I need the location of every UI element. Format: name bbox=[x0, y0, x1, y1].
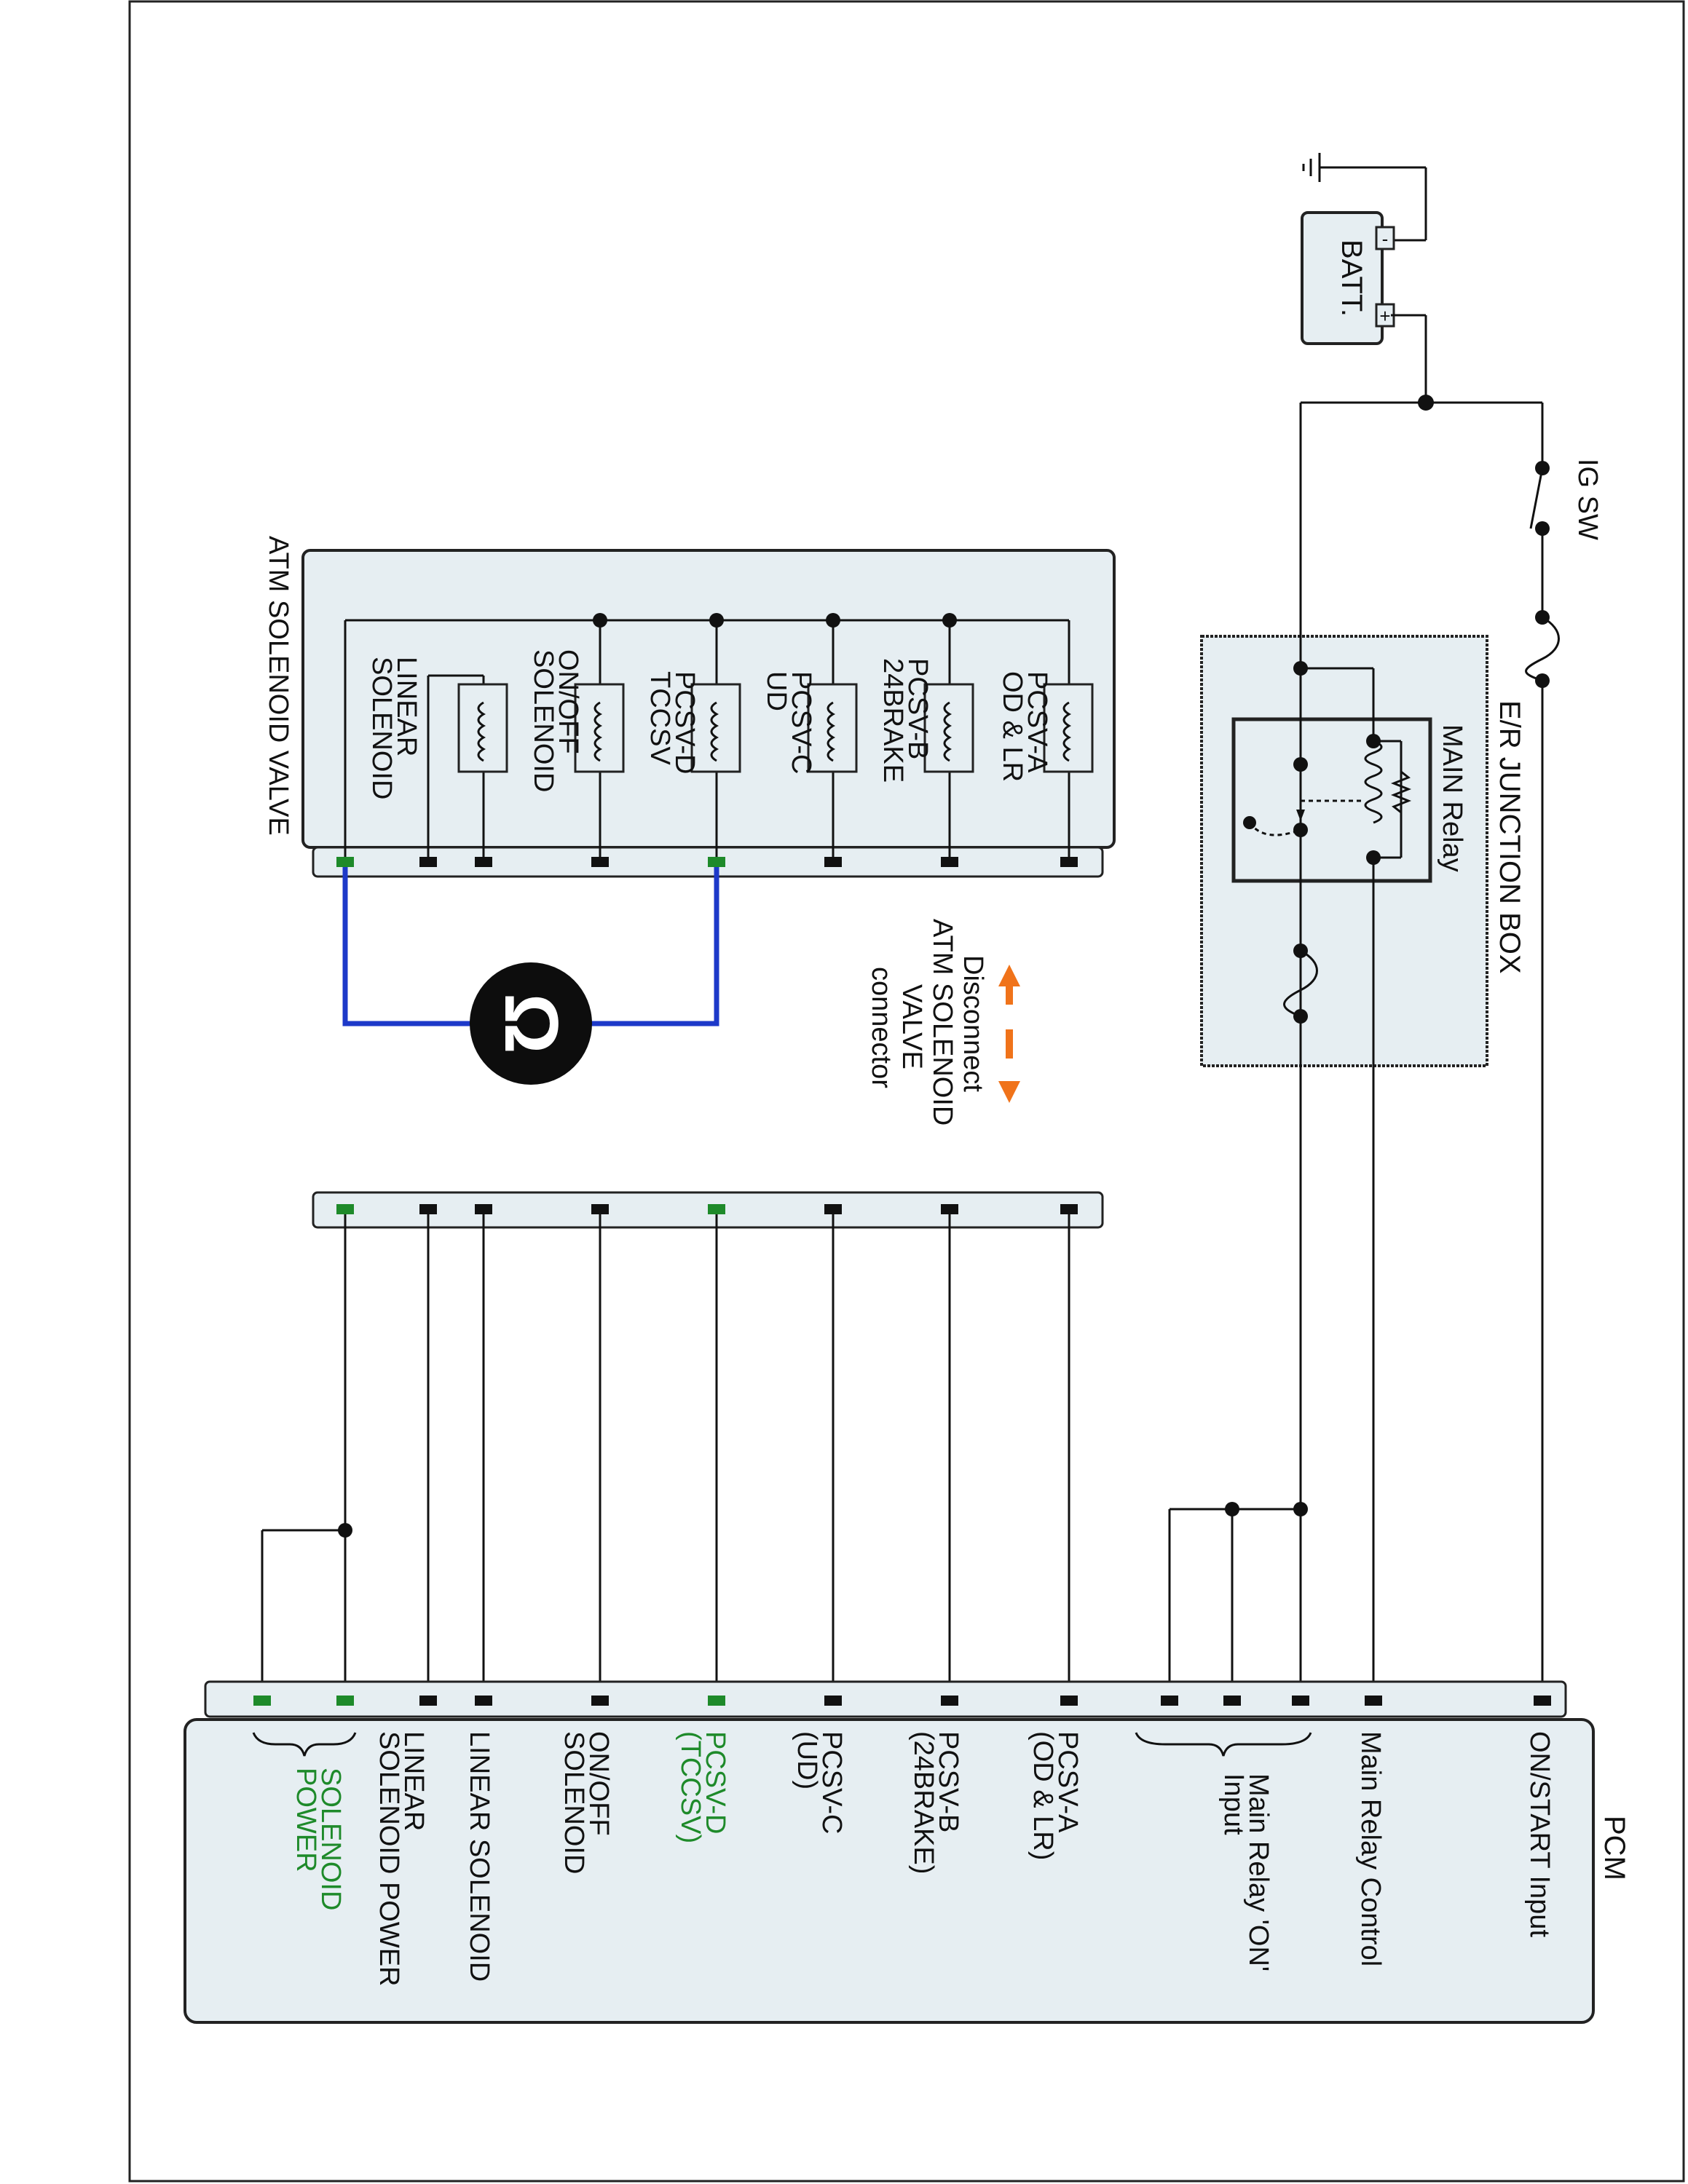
solenoid-label-2: PCSV-B24BRAKE bbox=[877, 658, 933, 783]
battery: - + BATT. bbox=[1301, 211, 1395, 345]
harness-connector bbox=[312, 1191, 1104, 1229]
ohmmeter-icon: Ω bbox=[489, 993, 573, 1053]
solenoid-coil-linear bbox=[457, 683, 508, 773]
battery-minus-label: - bbox=[1382, 228, 1389, 250]
solenoid-label-1: PCSV-AOD & LR bbox=[997, 671, 1052, 782]
ig-switch-label: IG SW bbox=[1572, 459, 1603, 540]
battery-label: BATT. bbox=[1336, 240, 1368, 317]
pcm-pin-label-3: Main Relay 'ON'Input bbox=[1218, 1773, 1274, 1971]
solenoid-coil-pcsv-c bbox=[807, 683, 858, 773]
battery-plus-label: + bbox=[1379, 305, 1390, 327]
er-junction-box: E/R JUNCTION BOX MAIN Relay bbox=[1200, 403, 1526, 1701]
pcm-pin-label-2: Main Relay Control bbox=[1355, 1731, 1386, 1966]
solenoid-coil-pcsv-d bbox=[690, 683, 741, 773]
pcm-title: PCM bbox=[1598, 1816, 1630, 1880]
solenoid-label-4: PCSV-DTCCSV bbox=[644, 671, 700, 774]
solenoid-valve-title: ATM SOLENOID VALVE bbox=[263, 536, 293, 836]
atm-solenoid-valve: ATM SOLENOID VALVE bbox=[263, 536, 1116, 878]
junction-box-title: E/R JUNCTION BOX bbox=[1494, 700, 1526, 974]
pcm-pin-label-4: PCSV-A(OD & LR) bbox=[1028, 1731, 1083, 1860]
pcm-pin-label-1: ON/START Input bbox=[1524, 1731, 1555, 1937]
solenoid-coil-pcsv-b bbox=[923, 683, 974, 773]
instruction-text-2: ATM SOLENOID bbox=[927, 919, 958, 1125]
ground-symbol bbox=[1302, 153, 1427, 242]
instruction-text-3: VALVE bbox=[896, 984, 927, 1069]
pcm-pin-label-8: ON/OFFSOLENOID bbox=[559, 1731, 614, 1874]
instruction-text: Disconnect bbox=[958, 955, 988, 1092]
pcm-pin-label-9: LINEAR SOLENOID bbox=[464, 1731, 494, 1982]
pcm-pin-label-5: PCSV-B(24BRAKE) bbox=[908, 1731, 963, 1874]
pcm-module: PCM ON/START Input Main Relay Control Ma… bbox=[184, 1680, 1630, 2024]
solenoid-coil-pcsv-a bbox=[1043, 683, 1094, 773]
solenoid-label-3: PCSV-CUD bbox=[761, 671, 816, 774]
ohmmeter: Ω bbox=[342, 867, 719, 1085]
page-frame bbox=[128, 0, 1685, 2183]
pcm-pin-label-6: PCSV-C(UD) bbox=[792, 1731, 847, 1834]
solenoid-label-6: LINEARSOLENOID bbox=[366, 657, 422, 799]
ignition-switch: IG SW bbox=[1525, 403, 1603, 688]
main-relay-label: MAIN Relay bbox=[1437, 724, 1467, 872]
solenoid-coil-on-off bbox=[574, 683, 625, 773]
instruction-text-4: connector bbox=[866, 967, 896, 1088]
pcm-pin-label-7: PCSV-D(TCCSV) bbox=[675, 1731, 730, 1843]
disconnect-instruction: Disconnect ATM SOLENOID VALVE connector bbox=[866, 919, 1020, 1125]
pcm-pin-label-10: LINEARSOLENOID POWER bbox=[374, 1731, 429, 1987]
pcm-pin-label-11: SOLENOIDPOWER bbox=[291, 1768, 346, 1910]
solenoid-label-5: ON/OFFSOLENOID bbox=[528, 649, 583, 792]
